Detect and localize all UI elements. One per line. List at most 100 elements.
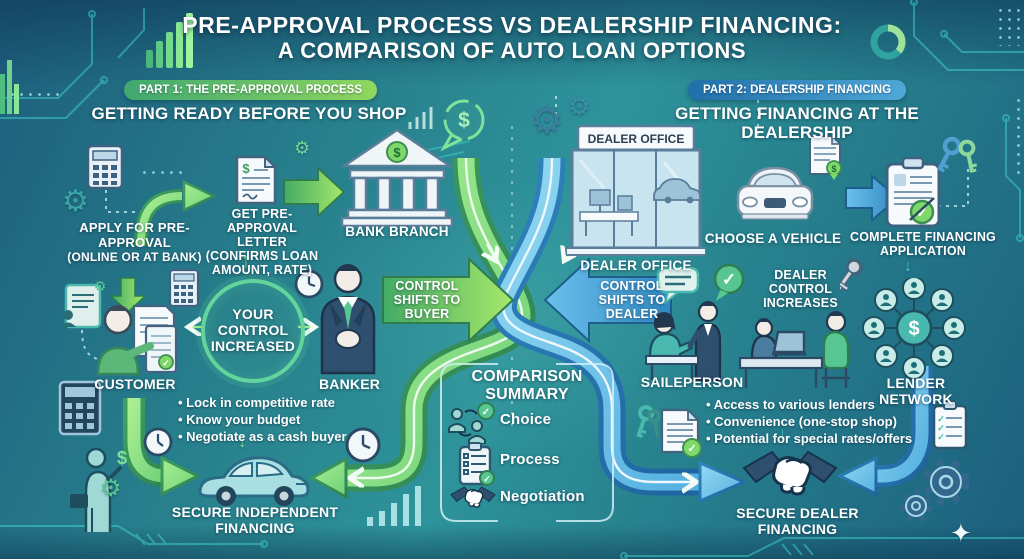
apply-to-customer-arrow: [109, 277, 147, 314]
summary-title-line2: SUMMARY: [485, 385, 569, 403]
vehicle-front-icon: [734, 162, 816, 226]
bank-branch-icon: $: [340, 126, 454, 228]
gear-icon: ⚙: [294, 138, 311, 158]
keys-icon: [634, 404, 664, 448]
gears-icon: [900, 458, 972, 524]
gear-icon: ⚙: [62, 185, 89, 218]
apply-sub: (ONLINE OR AT BANK): [67, 250, 202, 265]
bar-chart-icon: [144, 10, 196, 68]
customer-icon: ✓: [90, 300, 182, 376]
benefit-item: Lock in competitive rate: [178, 395, 393, 412]
choose-vehicle-label: CHOOSE A VEHICLE: [704, 231, 842, 246]
customer-label: CUSTOMER: [94, 376, 176, 392]
dot-grid: [1014, 96, 1024, 176]
svg-text:$: $: [117, 448, 127, 468]
salesperson-icon: [644, 298, 738, 382]
benefit-item: Convenience (one-stop shop): [706, 414, 951, 431]
key-icon: [840, 256, 880, 300]
letter-step-label: GET PRE-APPROVAL LETTER (CONFIRMS LOAN A…: [202, 207, 322, 277]
svg-text:⚙: ⚙: [94, 281, 107, 294]
bank-branch-label: BANK BRANCH: [345, 224, 449, 239]
control-shifts-buyer-arrow: [382, 256, 515, 344]
blue-flow-pipe: [489, 157, 748, 504]
down-arrow-icon: ↓: [904, 258, 912, 275]
chat-bubble-icon: [656, 266, 700, 304]
donut-chart-icon: [866, 20, 910, 64]
apply-step-label: APPLY FOR PRE-APPROVAL (ONLINE OR AT BAN…: [52, 220, 217, 265]
summary-item-process: Process: [500, 451, 560, 468]
application-doc-person-icon: ⚙: [58, 281, 110, 331]
document-check-icon: ✓: [660, 408, 702, 458]
control-shifts-buyer-text: CONTROL SHIFTS TO BUYER: [393, 279, 461, 321]
lender-network-icon: $: [856, 278, 972, 380]
main-title-line1: PRE-APPROVAL PROCESS VS DEALERSHIP FINAN…: [182, 12, 842, 38]
summary-brackets: [440, 363, 614, 522]
svg-text:✓: ✓: [687, 443, 696, 455]
sparkle-icon: ✦: [950, 518, 972, 548]
part1-benefits-list: Lock in competitive rate Know your budge…: [178, 395, 393, 446]
financing-application-clipboard-icon: ✓: [884, 156, 942, 230]
your-control-circle: YOUR CONTROL INCREASED: [201, 279, 305, 383]
benefit-item: Potential for special rates/offers: [706, 431, 951, 448]
benefit-item: Negotiate as a cash buyer: [178, 429, 393, 446]
bar-chart-icon: [0, 52, 20, 114]
gear-icon: ⚙: [530, 100, 565, 142]
summary-item-negotiation: Negotiation: [500, 488, 585, 505]
clock-icon: [293, 268, 325, 300]
banker-icon: [316, 263, 380, 377]
svg-text:✓: ✓: [482, 407, 490, 418]
main-title-line2: A COMPARISON OF AUTO LOAN OPTIONS: [277, 38, 747, 63]
svg-text:✓: ✓: [917, 205, 928, 220]
bottom-shade: [0, 525, 1024, 559]
car-side-icon: [194, 446, 314, 510]
letter-sub: (CONFIRMS LOAN AMOUNT, RATE): [205, 249, 319, 277]
dealer-office-label: DEALER OFFICE: [580, 258, 692, 273]
negotiation-handshake-icon: [450, 482, 496, 513]
banker-label: BANKER: [318, 376, 381, 392]
part2-badge: PART 2: DEALERSHIP FINANCING: [688, 80, 907, 100]
svg-text:$: $: [393, 145, 401, 160]
gear-icon: ⚙: [568, 93, 591, 121]
apply-to-letter-arrow: [134, 180, 217, 247]
dealer-office-icon: DEALER OFFICE: [566, 124, 706, 258]
dashed-connectors: [81, 96, 969, 361]
dot-grid: [8, 90, 64, 100]
control-shifts-dealer-text: CONTROL SHIFTS TO DEALER: [598, 279, 666, 321]
apply-title: APPLY FOR PRE-APPROVAL: [79, 220, 190, 250]
salesperson-label: SAILEPERSON: [640, 374, 744, 390]
part1-heading: GETTING READY BEFORE YOU SHOP: [91, 104, 407, 123]
dealer-control-text: DEALER CONTROL INCREASES: [763, 268, 838, 310]
benefit-item: Access to various lenders: [706, 397, 951, 414]
svg-text:$: $: [458, 109, 470, 132]
mini-bars-icon: [406, 104, 434, 130]
dot-grid: [140, 168, 182, 180]
svg-text:✓: ✓: [162, 358, 170, 368]
summary-title: COMPARISON SUMMARY: [448, 368, 606, 404]
part1-badge: PART 1: THE PRE-APPROVAL PROCESS: [124, 80, 378, 100]
summary-title-line1: COMPARISON: [471, 368, 583, 385]
part2-benefits-list: Access to various lenders Convenience (o…: [706, 397, 951, 448]
choice-icon: ✓: [446, 402, 496, 444]
svg-text:✓: ✓: [722, 270, 736, 289]
car-keys-icon: [936, 136, 982, 186]
vehicle-to-application-arrow: [845, 173, 900, 223]
gear-icon: ⚙: [100, 475, 122, 502]
svg-text:✓: ✓: [483, 474, 491, 484]
secure-dealer-label: SECURE DEALER FINANCING: [736, 505, 859, 537]
clock-icon: [142, 426, 174, 458]
calculator-icon: [58, 380, 102, 436]
dot-grid: [996, 6, 1022, 46]
svg-text:DEALER OFFICE: DEALER OFFICE: [588, 132, 685, 146]
benefit-item: Know your budget: [178, 412, 393, 429]
up-arrow-icon: ↑: [241, 250, 251, 272]
part2-heading: GETTING FINANCING AT THE DEALERSHIP: [675, 104, 919, 143]
handshake-icon: [742, 442, 838, 506]
check-bubble-icon: ✓: [710, 262, 748, 302]
document-dollar-icon: $: [808, 134, 842, 180]
preapproval-letter-icon: $: [234, 154, 278, 206]
svg-text:$: $: [242, 161, 250, 176]
person-with-dollar-icon: $: [68, 446, 130, 534]
bars-icon: [364, 484, 422, 528]
